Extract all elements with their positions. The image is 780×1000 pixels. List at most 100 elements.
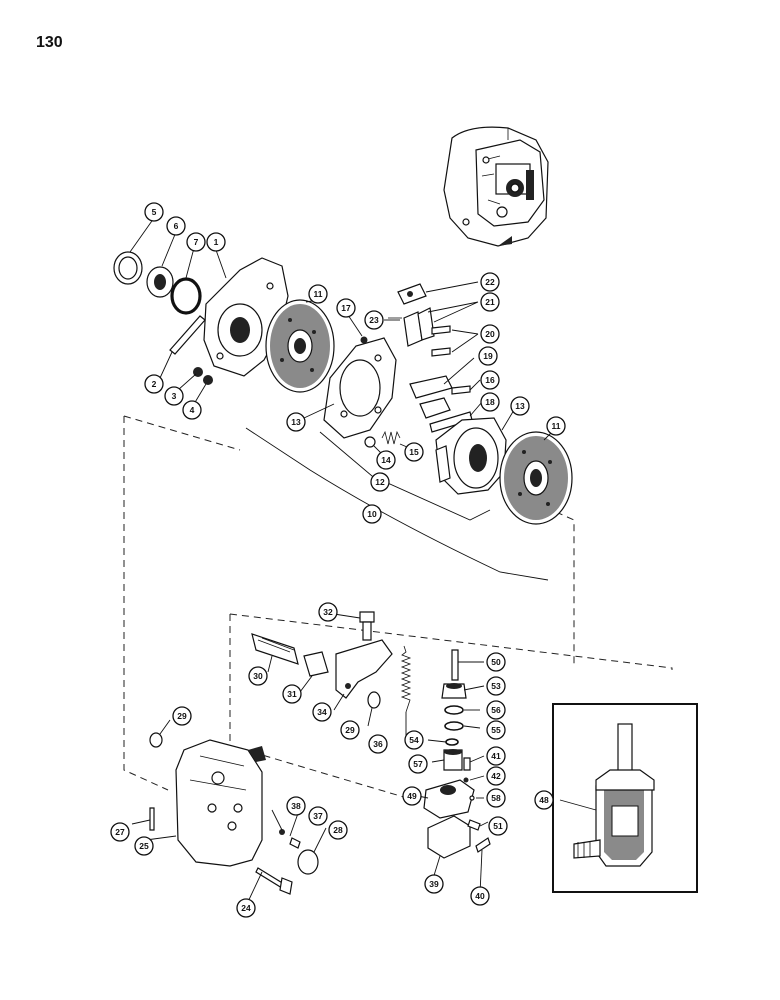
callout-17: 17 <box>336 298 356 318</box>
shaft-part <box>251 633 299 665</box>
svg-text:27: 27 <box>115 827 125 837</box>
svg-text:15: 15 <box>409 447 419 457</box>
callout-49: 49 <box>402 786 422 806</box>
svg-text:3: 3 <box>172 391 177 401</box>
callout-16: 16 <box>480 370 500 390</box>
svg-text:21: 21 <box>485 297 495 307</box>
bushing-part <box>303 651 329 677</box>
bracket-39-part <box>427 815 471 859</box>
svg-text:12: 12 <box>375 477 385 487</box>
svg-text:37: 37 <box>313 811 323 821</box>
bracket-line-10 <box>245 427 549 581</box>
spring-15-part <box>381 430 401 445</box>
svg-text:13: 13 <box>515 401 525 411</box>
callout-29-center: 29 <box>340 720 360 740</box>
inset-detail-box <box>552 703 698 893</box>
svg-text:29: 29 <box>177 711 187 721</box>
svg-text:42: 42 <box>491 771 501 781</box>
callout-25: 25 <box>134 836 154 856</box>
actuating-plate-right <box>435 417 507 495</box>
callout-20: 20 <box>480 324 500 344</box>
svg-text:41: 41 <box>491 751 501 761</box>
svg-text:7: 7 <box>194 237 199 247</box>
svg-text:1: 1 <box>214 237 219 247</box>
svg-text:54: 54 <box>409 735 419 745</box>
o-ring-part <box>170 277 202 315</box>
page-number: 130 <box>36 34 63 51</box>
callout-36: 36 <box>368 734 388 754</box>
callout-42: 42 <box>486 766 506 786</box>
callout-53: 53 <box>486 676 506 696</box>
callout-18: 18 <box>480 392 500 412</box>
callout-12: 12 <box>370 472 390 492</box>
callout-23: 23 <box>364 310 384 330</box>
svg-text:28: 28 <box>333 825 343 835</box>
svg-text:58: 58 <box>491 793 501 803</box>
svg-text:40: 40 <box>475 891 485 901</box>
svg-text:25: 25 <box>139 841 149 851</box>
callout-51: 51 <box>488 816 508 836</box>
svg-text:29: 29 <box>345 725 355 735</box>
callout-3: 3 <box>164 386 184 406</box>
callout-55: 55 <box>486 720 506 740</box>
callout-30: 30 <box>248 666 268 686</box>
svg-text:23: 23 <box>369 315 379 325</box>
callout-54: 54 <box>404 730 424 750</box>
callout-27: 27 <box>110 822 130 842</box>
assembled-brake-illustration <box>443 126 549 247</box>
callout-48: 48 <box>534 790 554 810</box>
callout-28: 28 <box>328 820 348 840</box>
callout-7: 7 <box>186 232 206 252</box>
callout-34: 34 <box>312 702 332 722</box>
svg-text:14: 14 <box>381 455 391 465</box>
svg-text:57: 57 <box>413 759 423 769</box>
callout-14: 14 <box>376 450 396 470</box>
lever-part <box>335 639 393 699</box>
bolt-32-part <box>359 611 375 623</box>
dashed-group-outline-top <box>123 415 241 451</box>
svg-text:50: 50 <box>491 657 501 667</box>
svg-text:30: 30 <box>253 671 263 681</box>
callout-11-right: 11 <box>546 416 566 436</box>
callout-32: 32 <box>318 602 338 622</box>
callout-56: 56 <box>486 700 506 720</box>
svg-text:13: 13 <box>291 417 301 427</box>
callout-38: 38 <box>286 796 306 816</box>
svg-text:20: 20 <box>485 329 495 339</box>
callout-50: 50 <box>486 652 506 672</box>
callout-29-left: 29 <box>172 706 192 726</box>
svg-text:31: 31 <box>287 689 297 699</box>
svg-text:11: 11 <box>552 421 561 431</box>
svg-text:32: 32 <box>323 607 333 617</box>
callout-41: 41 <box>486 746 506 766</box>
svg-text:24: 24 <box>241 903 251 913</box>
callout-40: 40 <box>470 886 490 906</box>
svg-text:6: 6 <box>174 221 179 231</box>
svg-text:10: 10 <box>367 509 377 519</box>
housing-part <box>175 739 266 867</box>
brake-disc-left <box>265 299 335 393</box>
callout-31: 31 <box>282 684 302 704</box>
actuating-plate-left <box>323 337 397 439</box>
svg-text:34: 34 <box>317 707 327 717</box>
dashed-group-outline-left <box>123 416 169 791</box>
svg-text:4: 4 <box>190 405 195 415</box>
callout-10: 10 <box>362 504 382 524</box>
callout-24: 24 <box>236 898 256 918</box>
svg-text:2: 2 <box>152 379 157 389</box>
callout-22: 22 <box>480 272 500 292</box>
spring-36-part <box>400 645 412 713</box>
svg-text:39: 39 <box>429 879 439 889</box>
callout-39: 39 <box>424 874 444 894</box>
svg-text:56: 56 <box>491 705 501 715</box>
callout-11-left: 11 <box>308 284 328 304</box>
svg-text:51: 51 <box>493 821 503 831</box>
svg-text:11: 11 <box>314 289 323 299</box>
svg-text:36: 36 <box>373 739 383 749</box>
callout-21: 21 <box>480 292 500 312</box>
svg-text:19: 19 <box>483 351 493 361</box>
callout-58: 58 <box>486 788 506 808</box>
callout-57: 57 <box>408 754 428 774</box>
callout-15: 15 <box>404 442 424 462</box>
